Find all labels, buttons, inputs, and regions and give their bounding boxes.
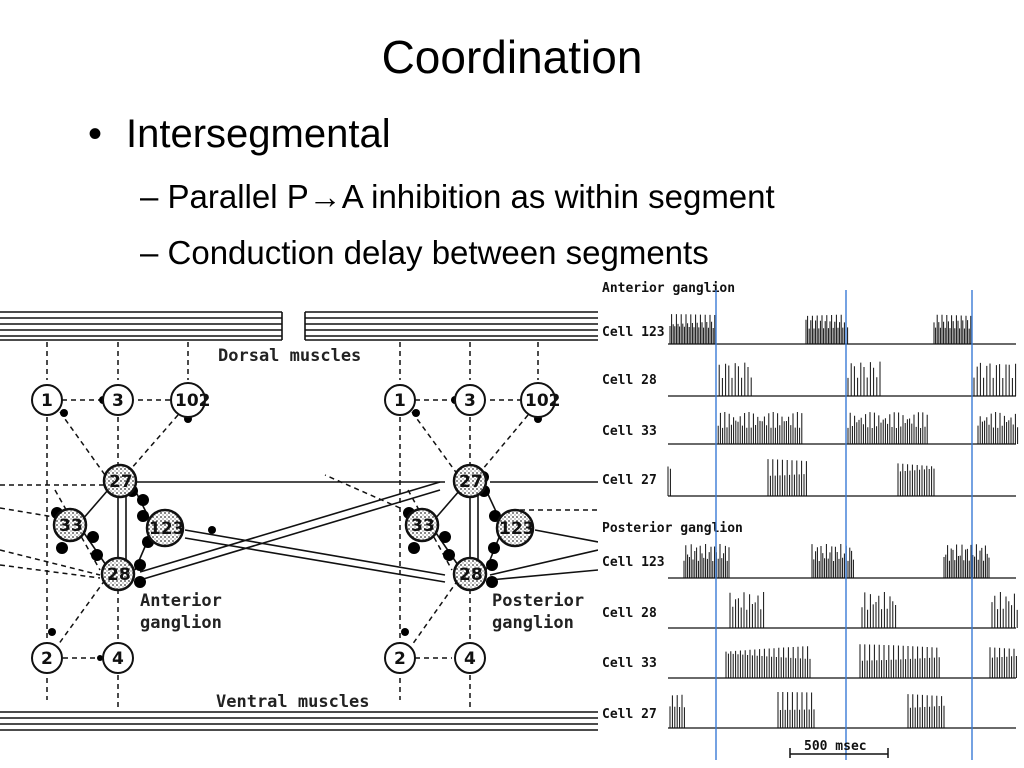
interneuron-28-label: 28 <box>107 565 131 585</box>
spike-burst-anterior-cell-27-1 <box>667 466 671 496</box>
motor-neuron-102-label: 102 <box>525 391 561 411</box>
trace-label-anterior-cell-123: Cell 123 <box>602 325 665 340</box>
interneuron-33-label: 33 <box>411 516 435 536</box>
trace-label-anterior-cell-28: Cell 28 <box>602 373 657 388</box>
dorsal-muscles-label: Dorsal muscles <box>218 346 361 366</box>
motor-neuron-4 <box>102 642 134 674</box>
interneuron-123-label: 123 <box>499 519 535 539</box>
motor-neuron-1-label: 1 <box>394 391 406 411</box>
posterior-ganglion-header: Posterior ganglion <box>602 521 743 536</box>
spike-burst-posterior-cell-33-1 <box>725 646 811 678</box>
motor-neuron-1 <box>31 384 63 416</box>
anterior-interneurons <box>52 463 185 592</box>
motor-neuron-4 <box>454 642 486 674</box>
interneuron-123-label: 123 <box>149 519 185 539</box>
posterior-interneurons <box>404 463 535 592</box>
motor-neuron-3 <box>454 384 486 416</box>
anterior-motor-neurons <box>31 382 206 674</box>
trace-label-posterior-cell-123: Cell 123 <box>602 555 665 570</box>
spike-burst-anterior-cell-28-2 <box>847 361 881 396</box>
anterior-ganglion-label-line2: ganglion <box>140 613 222 633</box>
motor-neuron-2 <box>384 642 416 674</box>
circuit-diagram: Dorsal muscles Ventral muscles <box>0 311 598 731</box>
motor-neuron-4-label: 4 <box>464 649 476 669</box>
motor-neuron-3-label: 3 <box>464 391 476 411</box>
spike-burst-posterior-cell-28-3 <box>991 592 1018 628</box>
interneuron-123 <box>145 508 185 548</box>
trace-label-posterior-cell-33: Cell 33 <box>602 656 657 671</box>
motor-neuron-3 <box>102 384 134 416</box>
trace-label-anterior-cell-27: Cell 27 <box>602 473 657 488</box>
timing-guides <box>715 290 973 760</box>
interneuron-28 <box>452 556 488 592</box>
interneuron-27-label: 27 <box>109 472 133 492</box>
spike-burst-anterior-cell-33-1 <box>715 412 803 444</box>
bullet-intersegmental: • Intersegmental <box>88 112 391 157</box>
sub-item-parallel-inhibition: – Parallel P→A inhibition as within segm… <box>140 178 775 216</box>
motor-neuron-102-label: 102 <box>175 391 211 411</box>
posterior-motor-neurons <box>384 382 556 674</box>
spike-burst-posterior-cell-27-2 <box>777 692 815 728</box>
right-arrow-icon: → <box>308 178 342 215</box>
trace-label-anterior-cell-33: Cell 33 <box>602 424 657 439</box>
bullet-text: Intersegmental <box>126 112 391 156</box>
spike-burst-posterior-cell-28-1 <box>729 592 765 628</box>
spike-burst-anterior-cell-123-1 <box>669 314 716 344</box>
sub-item-suffix: A inhibition as within segment <box>341 178 775 215</box>
ventral-muscles-label: Ventral muscles <box>216 692 370 712</box>
interneuron-123 <box>495 508 535 548</box>
trace-label-posterior-cell-28: Cell 28 <box>602 606 657 621</box>
spike-burst-posterior-cell-27-1 <box>669 694 685 728</box>
motor-neuron-102 <box>170 382 206 418</box>
trace-label-posterior-cell-27: Cell 27 <box>602 707 657 722</box>
dorsal-muscle-bars <box>0 311 598 341</box>
spike-burst-posterior-cell-28-2 <box>861 592 897 628</box>
spike-burst-posterior-cell-123-2 <box>811 544 854 578</box>
motor-neuron-3-label: 3 <box>112 391 124 411</box>
spike-burst-anterior-cell-27-2 <box>767 459 807 496</box>
interneuron-labels: 27 33 123 28 27 33 123 28 <box>59 472 535 585</box>
interneuron-28 <box>100 556 136 592</box>
spike-burst-anterior-cell-33-2 <box>847 412 928 444</box>
inhibitory-synapses <box>48 396 542 661</box>
spike-burst-anterior-cell-27-3 <box>897 463 935 496</box>
spike-burst-anterior-cell-123-2 <box>805 314 849 344</box>
sub-item-conduction-delay: – Conduction delay between segments <box>140 234 709 271</box>
motor-neuron-2-label: 2 <box>41 649 53 669</box>
posterior-ganglion-label-line2: ganglion <box>492 613 574 633</box>
sub-item-prefix: – Parallel P <box>140 178 309 215</box>
spike-burst-anterior-cell-123-3 <box>933 314 972 344</box>
interneuron-27 <box>102 463 138 499</box>
ventral-muscle-bars <box>0 711 598 731</box>
spike-burst-posterior-cell-27-3 <box>907 694 945 728</box>
motor-neuron-4-label: 4 <box>112 649 124 669</box>
spike-burst-posterior-cell-123-1 <box>683 544 730 578</box>
interneuron-28-label: 28 <box>459 565 483 585</box>
anterior-ganglion-header: Anterior ganglion <box>602 281 735 296</box>
scale-bar-label: 500 msec <box>804 739 867 754</box>
spike-burst-anterior-cell-28-1 <box>715 362 752 396</box>
posterior-ganglion-label-line1: Posterior <box>492 591 584 611</box>
interneuron-33-label: 33 <box>59 516 83 536</box>
spike-burst-anterior-cell-28-3 <box>973 362 1017 396</box>
spike-burst-anterior-cell-33-3 <box>977 412 1019 444</box>
interneuron-33 <box>404 507 440 543</box>
interneuron-33 <box>52 507 88 543</box>
spike-traces <box>667 314 1019 729</box>
spike-burst-posterior-cell-33-2 <box>859 644 940 678</box>
motor-neuron-102 <box>520 382 556 418</box>
spike-burst-posterior-cell-123-3 <box>943 544 990 578</box>
spike-burst-posterior-cell-33-3 <box>989 647 1017 678</box>
slide-title: Coordination <box>381 31 643 83</box>
motor-neuron-2-label: 2 <box>394 649 406 669</box>
spike-trace-panel: Anterior ganglion Posterior ganglion Cel… <box>602 281 1019 760</box>
anterior-ganglion-label-line1: Anterior <box>140 591 222 611</box>
interneuron-27 <box>452 463 488 499</box>
motor-neuron-1 <box>384 384 416 416</box>
bullet-dot: • <box>88 112 103 156</box>
motor-neuron-2 <box>31 642 63 674</box>
motor-neuron-1-label: 1 <box>41 391 53 411</box>
intersegmental-connections <box>81 481 598 583</box>
interneuron-27-label: 27 <box>459 472 483 492</box>
